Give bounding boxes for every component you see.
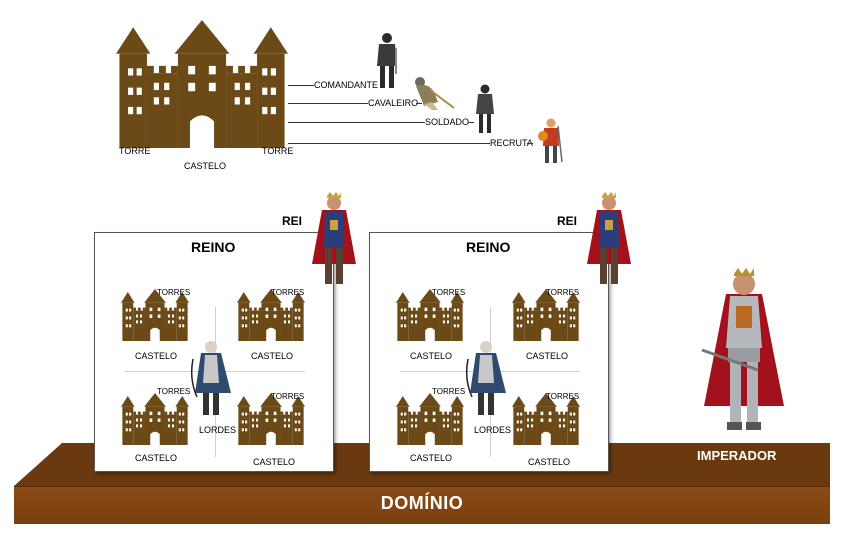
towers-label: TORRES (432, 288, 466, 297)
castle-label: CASTELO (528, 457, 571, 467)
rank-soldado-label: SOLDADO (425, 117, 470, 127)
kingdom-title: REINO (191, 239, 236, 255)
castle-label: CASTELO (251, 351, 294, 361)
king-figure-icon (587, 192, 631, 284)
towers-label: TORRES (546, 392, 580, 401)
castle-label: CASTELO (410, 453, 453, 463)
recruit-figure-icon (538, 118, 563, 163)
towers-label: TORRES (271, 392, 305, 401)
connector-recruta (288, 143, 490, 144)
domain-label: DOMÍNIO (380, 493, 464, 513)
castle-label: CASTELO (184, 161, 227, 171)
castle-label: CASTELO (410, 351, 453, 361)
knight-figure-icon (415, 77, 455, 110)
kingdom-box: REINO TORRES CASTELO TORRES CASTELO TORRES CAS… (94, 232, 334, 472)
castle-label: CASTELO (526, 351, 569, 361)
rank-comandante-label: COMANDANTE (314, 80, 379, 90)
main-castle-icon (116, 20, 288, 148)
towers-label: TORRES (157, 387, 191, 396)
castle-label: CASTELO (135, 351, 178, 361)
king-label: REI (557, 214, 578, 228)
emperor-figure-icon (701, 268, 784, 430)
castle-icon (396, 393, 464, 445)
kingdom-title: REINO (466, 239, 511, 255)
connector-cavaleiro (288, 103, 368, 104)
lords-label: LORDES (199, 425, 237, 435)
rank-recruta-label: RECRUTA (490, 138, 533, 148)
platform-front (14, 486, 830, 524)
connector-comandante (288, 85, 314, 86)
emperor-label: IMPERADOR (697, 448, 777, 463)
towers-label: TORRES (546, 288, 580, 297)
connector-soldado (288, 122, 425, 123)
towers-label: TORRES (157, 288, 191, 297)
rank-cavaleiro-label: CAVALEIRO (368, 98, 419, 108)
tower-left-label: TORRE (119, 146, 151, 156)
castle-label: CASTELO (135, 453, 178, 463)
towers-label: TORRES (432, 387, 466, 396)
kingdom-box: REINO TORRES CASTELO TORRES CASTELO TORRES CAS… (369, 232, 609, 472)
lord-figure-icon (465, 341, 506, 415)
lords-label: LORDES (474, 425, 512, 435)
king-figure-icon (312, 192, 356, 284)
castle-label: CASTELO (253, 457, 296, 467)
castle-icon (121, 393, 189, 445)
towers-label: TORRES (271, 288, 305, 297)
lord-figure-icon (190, 341, 231, 415)
commander-figure-icon (377, 33, 397, 88)
tower-right-label: TORRE (262, 146, 294, 156)
soldier-figure-icon (476, 84, 494, 133)
king-label: REI (282, 214, 303, 228)
